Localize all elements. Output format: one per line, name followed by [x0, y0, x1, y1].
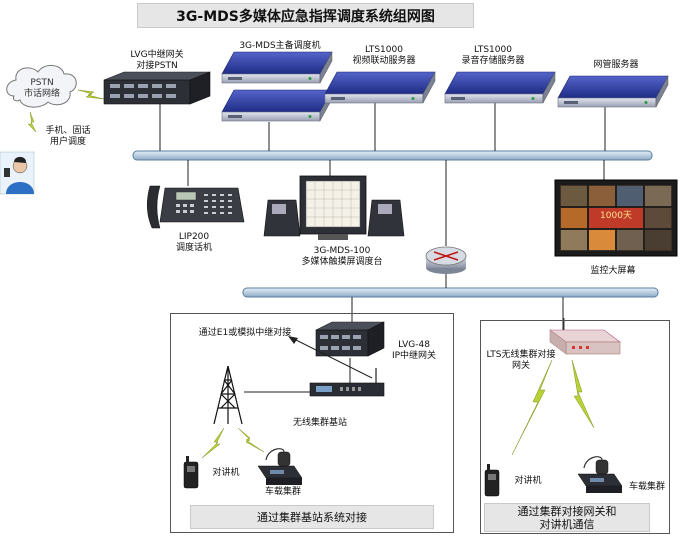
monitor-wall-icon — [554, 179, 678, 257]
mobile-users-label: 手机、固话 用户调度 — [45, 126, 91, 147]
pstn-label: PSTN 市话网络 — [23, 78, 60, 99]
lts-record-server-icon — [444, 71, 556, 104]
lts-gateway-device-icon — [549, 318, 621, 355]
wireless-link-icon-right — [511, 359, 595, 456]
walkie-right-label: 对讲机 — [514, 476, 542, 486]
lip200-label: LIP200 调度话机 — [175, 232, 212, 253]
nms-server-icon — [557, 75, 669, 108]
caption-left: 通过集群基站系统对接 — [190, 505, 434, 529]
backbone-bus-bottom — [242, 287, 659, 298]
trunking-base-station-frame — [170, 313, 454, 533]
e1-link-label: 通过E1或模拟中继对接 — [198, 328, 292, 338]
mds100-touch-console-icon — [263, 175, 405, 240]
vehicle-left-label: 车载集群 — [264, 487, 301, 497]
lts-record-label: LTS1000 录音存储服务器 — [461, 45, 525, 66]
e1-link-arrow — [288, 336, 373, 379]
monitor-screen-text: 1000天 — [600, 211, 632, 221]
lip200-phone-icon — [147, 185, 245, 229]
vehicle-radio-right-icon — [577, 456, 623, 493]
base-station-label: 无线集群基站 — [292, 418, 347, 428]
caption-right: 通过集群对接网关和 对讲机通信 — [484, 503, 650, 532]
base-station-unit-icon — [309, 368, 385, 397]
trunking-gateway-frame — [480, 320, 670, 534]
lvg-label: LVG中继网关 对接PSTN — [130, 50, 184, 71]
lvg48-label: LVG-48 IP中继网关 — [391, 340, 437, 361]
core-router-icon — [425, 246, 467, 274]
vehicle-right-label: 车载集群 — [628, 482, 665, 492]
lts-video-server-icon — [324, 71, 436, 104]
monitor-label: 监控大屏幕 — [590, 266, 636, 276]
backbone-bus-top — [132, 150, 653, 161]
walkie-left-label: 对讲机 — [212, 468, 240, 478]
lts-gateway-label: LTS无线集群对接 网关 — [486, 350, 556, 371]
mds-server-label: 3G-MDS主备调度机 — [239, 41, 321, 51]
vehicle-radio-left-icon — [257, 448, 303, 485]
walkie-talkie-left-icon — [183, 456, 199, 489]
lts-video-label: LTS1000 视频联动服务器 — [352, 45, 416, 66]
lvg-gateway-device-icon — [103, 71, 211, 105]
nms-label: 网管服务器 — [593, 60, 639, 70]
user-person-icon — [0, 151, 35, 195]
mds-backup-server-icon — [221, 89, 333, 122]
pstn-cloud-icon — [6, 65, 77, 108]
lvg48-gateway-device-icon — [315, 321, 385, 357]
bus-connectors — [159, 103, 606, 383]
mds100-label: 3G-MDS-100 多媒体触摸屏调度台 — [301, 246, 383, 267]
wireless-link-icon — [201, 427, 265, 459]
radio-tower-icon — [213, 365, 243, 425]
mds-primary-server-icon — [221, 51, 333, 84]
diagram-title: 3G-MDS多媒体应急指挥调度系统组网图 — [137, 3, 474, 28]
walkie-talkie-right-icon — [484, 464, 500, 497]
